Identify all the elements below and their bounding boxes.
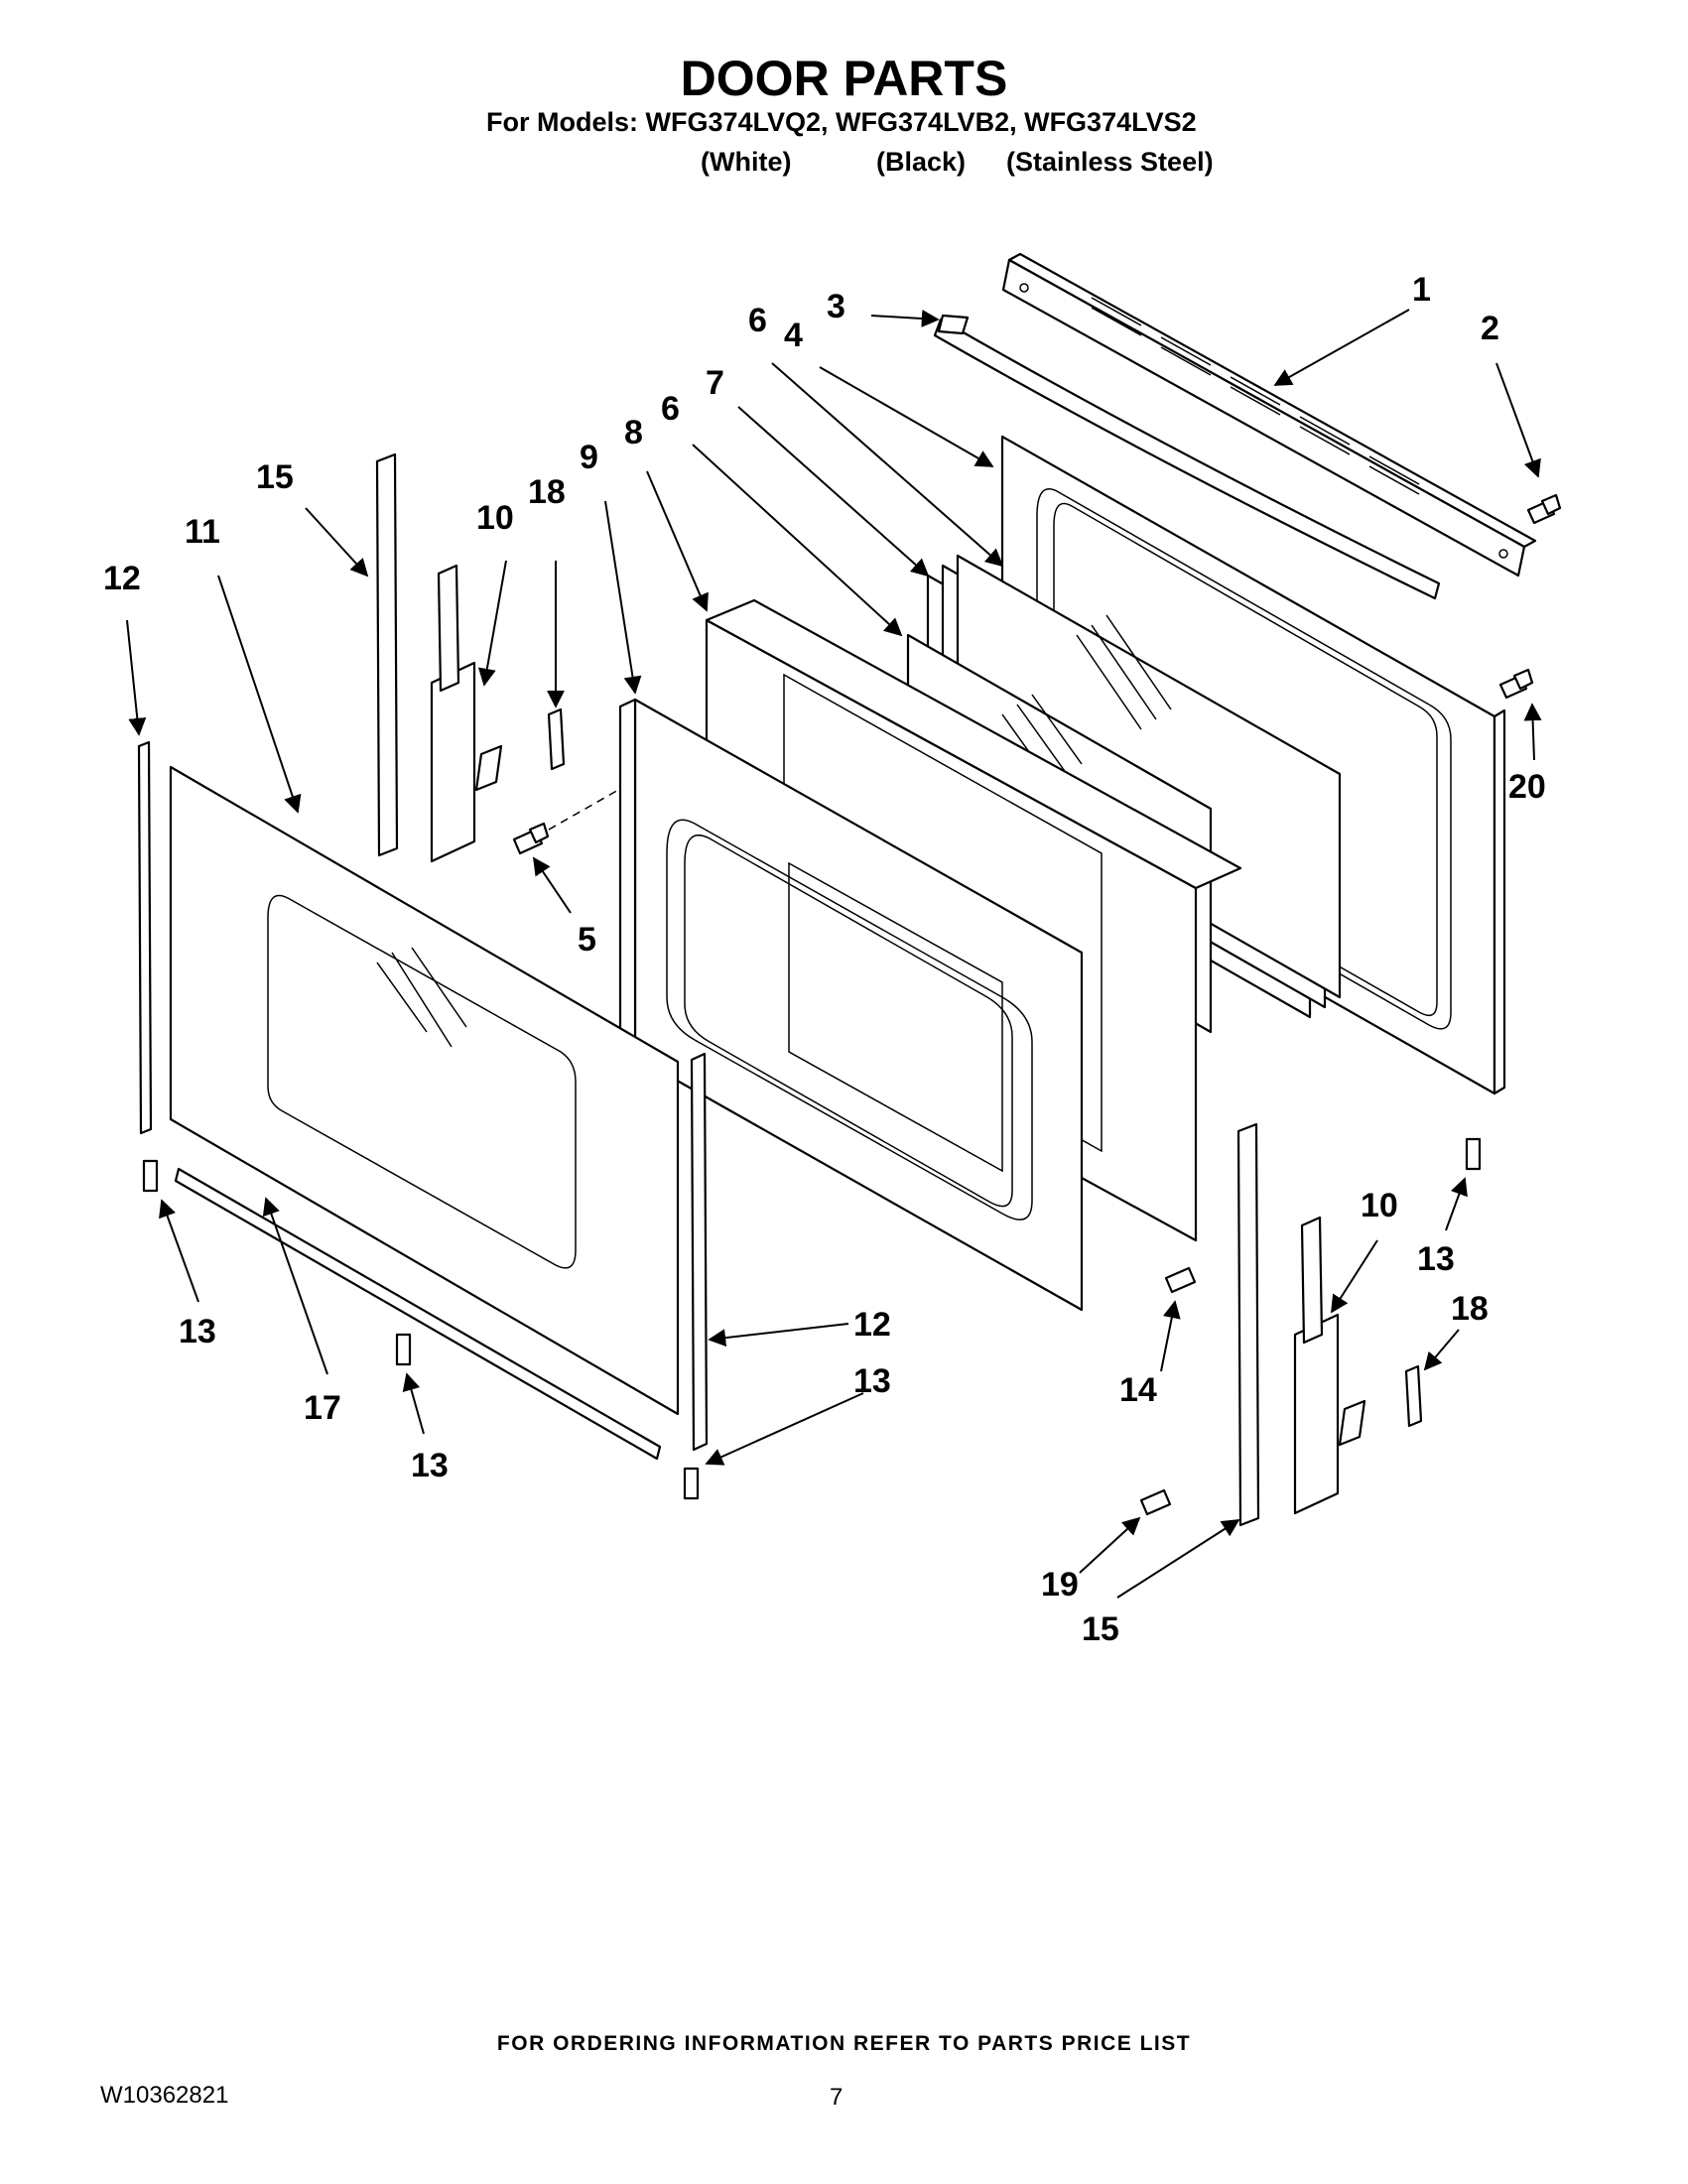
callout-3: 3 <box>827 288 845 325</box>
color-stainless-label: (Stainless Steel) <box>1006 147 1214 177</box>
models-line: For Models: WFG374LVQ2, WFG374LVB2, WFG3… <box>486 107 1197 137</box>
color-white-label: (White) <box>701 147 792 177</box>
part-11-outer-door <box>169 765 680 1416</box>
part-2-screw <box>1526 493 1562 525</box>
part-13-screw-right <box>1465 1137 1482 1171</box>
callout-15a: 15 <box>256 458 294 496</box>
callout-13d: 13 <box>1417 1240 1455 1278</box>
part-20-screw <box>1498 668 1534 700</box>
part-5-screw <box>512 822 550 855</box>
part-12-right-trim <box>690 1052 709 1452</box>
callout-13c: 13 <box>853 1362 891 1400</box>
part-12-left-trim <box>137 740 153 1135</box>
document-number: W10362821 <box>100 2082 229 2109</box>
callout-8: 8 <box>624 414 643 451</box>
callout-15b: 15 <box>1082 1610 1119 1648</box>
part-18-right-clip <box>1404 1364 1423 1428</box>
callout-6a: 6 <box>748 302 767 339</box>
part-1-vent-trim <box>1001 252 1537 578</box>
callout-9: 9 <box>580 439 598 476</box>
callout-10a: 10 <box>476 499 514 537</box>
callout-12b: 12 <box>853 1306 891 1344</box>
part-15-left-hinge-receiver <box>375 452 399 857</box>
callout-11: 11 <box>185 513 220 551</box>
callout-19: 19 <box>1041 1566 1079 1604</box>
callout-13b: 13 <box>411 1447 449 1484</box>
part-18-left-clip <box>547 707 566 771</box>
part-17-bottom-trim <box>174 1167 662 1461</box>
callout-13a: 13 <box>179 1313 216 1350</box>
page-title: DOOR PARTS <box>680 51 1008 106</box>
callout-12a: 12 <box>103 560 141 597</box>
part-3-handle <box>933 314 1441 600</box>
color-black-label: (Black) <box>876 147 967 177</box>
callout-1: 1 <box>1412 271 1431 309</box>
part-9-inner-door <box>618 698 1084 1312</box>
part-13-screw-left <box>142 1159 159 1193</box>
callout-18a: 18 <box>528 473 566 511</box>
part-15-right-hinge-receiver <box>1236 1122 1260 1527</box>
callout-14: 14 <box>1119 1371 1157 1409</box>
leader-lines <box>126 309 1542 1599</box>
ordering-note: FOR ORDERING INFORMATION REFER TO PARTS … <box>496 2032 1192 2055</box>
callout-20: 20 <box>1508 768 1546 806</box>
part-14-screw <box>1164 1266 1197 1294</box>
part-19-screw <box>1139 1488 1172 1516</box>
page-number: 7 <box>830 2084 844 2111</box>
part-13-screw-trim <box>683 1467 700 1500</box>
part-13-screw-bottom <box>395 1333 412 1366</box>
callout-7: 7 <box>706 364 724 402</box>
callout-18b: 18 <box>1451 1290 1489 1328</box>
callout-10b: 10 <box>1361 1187 1398 1224</box>
part-10-left-hinge <box>430 564 503 863</box>
callout-5: 5 <box>578 921 596 959</box>
callout-2: 2 <box>1481 310 1499 347</box>
part-10-right-hinge <box>1293 1216 1366 1515</box>
callout-17: 17 <box>304 1389 341 1427</box>
callout-4: 4 <box>784 317 803 354</box>
callout-6b: 6 <box>661 390 680 428</box>
part-5-dashed-guide <box>548 788 621 831</box>
